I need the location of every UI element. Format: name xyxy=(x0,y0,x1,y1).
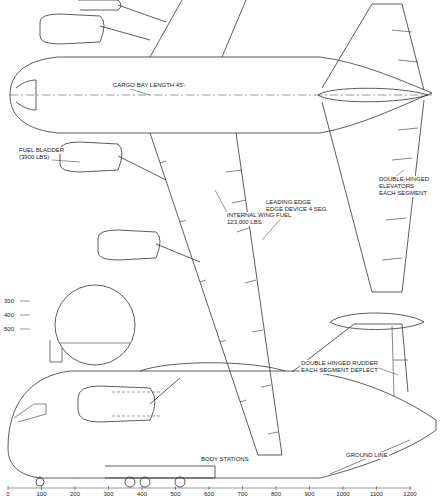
cargo-door xyxy=(330,440,410,474)
nose-wheel xyxy=(36,478,44,486)
station-number: 600 xyxy=(203,491,215,498)
callout-text: (3900 LBS) xyxy=(18,154,50,161)
side-engine-far xyxy=(112,392,160,416)
callout-text: DOUBLE HINGED RUDDER xyxy=(300,360,379,367)
scale-tick xyxy=(175,486,176,490)
scale-tick xyxy=(108,486,109,490)
callout-text: EDGE DEVICE 4 SEG. xyxy=(265,206,329,213)
scale-tick xyxy=(242,486,243,490)
rudder xyxy=(392,326,408,396)
scale-tick xyxy=(276,486,277,490)
callout-text: 300 xyxy=(3,298,15,305)
station-scale xyxy=(8,488,412,489)
callout-text: EACH SEGMENT DEFLECT xyxy=(300,367,379,374)
fuselage-section xyxy=(55,285,135,365)
callout-text: BODY STATIONS xyxy=(200,456,250,463)
vertical-tail xyxy=(292,324,408,392)
nose-gear xyxy=(40,476,41,478)
leader-lines xyxy=(52,89,404,375)
callout-text: FUEL BLADDER xyxy=(18,147,65,154)
upper-engine xyxy=(40,14,150,44)
centerline xyxy=(10,95,432,96)
elevator-hinges xyxy=(382,30,418,260)
callout-text: GROUND LINE xyxy=(345,452,389,459)
tail-fairing xyxy=(318,88,428,102)
station-number: 800 xyxy=(270,491,282,498)
callout-text: INTERNAL WING FUEL xyxy=(226,212,292,219)
callout-text: ELEVATORS xyxy=(378,183,415,190)
callout-text: 400 xyxy=(3,312,15,319)
station-number: 1000 xyxy=(335,491,350,498)
upper-wing xyxy=(150,0,246,57)
scale-ticks xyxy=(8,486,410,490)
scale-tick xyxy=(376,486,377,490)
station-number: 700 xyxy=(236,491,248,498)
main-wheel xyxy=(140,477,150,487)
section-gear-pod xyxy=(50,340,62,362)
station-number: 200 xyxy=(69,491,81,498)
callout-text: LEADING EDGE xyxy=(265,199,312,206)
side-cockpit xyxy=(14,404,46,422)
station-number: 400 xyxy=(136,491,148,498)
lower-wing xyxy=(150,133,282,455)
callout-text: 500 xyxy=(3,326,15,333)
section-floor xyxy=(60,343,130,344)
scale-tick xyxy=(8,486,9,490)
side-engine xyxy=(78,378,180,422)
fuselage-side xyxy=(8,371,436,478)
station-number: 1100 xyxy=(369,491,384,498)
leading-edge-devices xyxy=(160,161,246,402)
scale-tick xyxy=(309,486,310,490)
main-wheel xyxy=(125,477,135,487)
callout-text: CARGO BAY LENGTH 45'- xyxy=(112,82,187,89)
t-tail-plan xyxy=(330,313,424,330)
section-ticks xyxy=(20,301,30,329)
scale-tick xyxy=(343,486,344,490)
main-wheel xyxy=(175,477,185,487)
horizontal-tail xyxy=(322,4,424,292)
callout-text: 123,000 LBS xyxy=(226,219,263,226)
station-number: 1200 xyxy=(402,491,417,498)
lower-engine-1 xyxy=(60,142,166,180)
wing-fairing xyxy=(140,363,285,371)
fuselage-plan xyxy=(10,57,432,133)
gear-pod xyxy=(105,466,215,478)
callout-text: DOUBLE-HINGED xyxy=(378,176,430,183)
station-number: 300 xyxy=(102,491,114,498)
station-number: 900 xyxy=(303,491,315,498)
upper-engine-2 xyxy=(78,0,166,22)
scale-tick xyxy=(410,486,411,490)
station-number: 100 xyxy=(35,491,47,498)
scale-tick xyxy=(209,486,210,490)
scale-tick xyxy=(75,486,76,490)
station-number: 500 xyxy=(169,491,181,498)
scale-tick xyxy=(41,486,42,490)
lower-engine-2 xyxy=(98,230,200,262)
scale-tick xyxy=(142,486,143,490)
station-number: 0 xyxy=(5,491,10,498)
callout-text: EACH SEGMENT xyxy=(378,190,428,197)
